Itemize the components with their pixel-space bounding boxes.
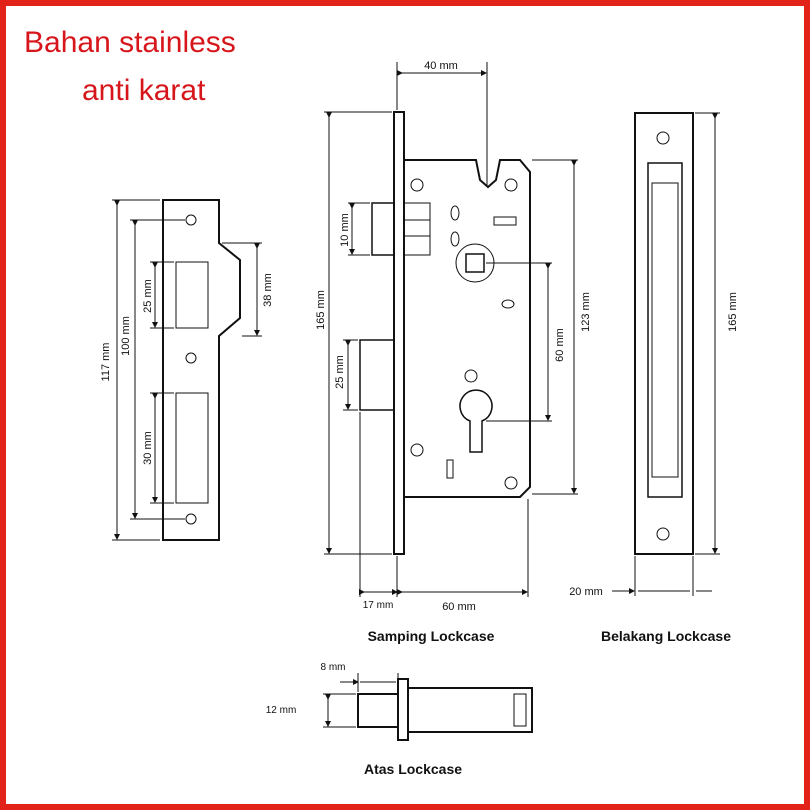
strike-screw-hole-top <box>185 214 197 226</box>
side-dim-60-horizontal: 60 mm <box>442 601 476 613</box>
strike-dim-25: 25 mm <box>142 279 154 313</box>
side-hole-top-right <box>504 178 518 192</box>
strike-plate-outline <box>162 199 241 541</box>
side-dim-25: 25 mm <box>334 355 346 389</box>
side-hole-bottom-left <box>410 443 424 457</box>
back-channel-inner <box>651 182 679 478</box>
side-dim-60-vertical: 60 mm <box>554 328 566 362</box>
back-hole-top <box>656 131 670 145</box>
headline-line-2: anti karat <box>82 74 206 107</box>
top-lockcase-view: 8 mm 12 mm Atas Lockcase <box>266 662 533 777</box>
side-lockcase-view: 40 mm 10 mm 165 mm 25 mm 123 mm 60 mm 17… <box>315 60 592 644</box>
strike-dim-38: 38 mm <box>262 273 274 307</box>
side-latch-bolt <box>371 202 395 256</box>
side-lock-body <box>403 159 531 498</box>
back-lockcase-view: 165 mm 20 mm Belakang Lockcase <box>569 112 739 644</box>
side-dim-10: 10 mm <box>339 213 351 247</box>
side-dim-165: 165 mm <box>315 290 327 330</box>
side-dim-40: 40 mm <box>424 60 458 72</box>
side-deadbolt <box>359 339 395 411</box>
strike-screw-hole-middle <box>185 352 197 364</box>
strike-latch-opening <box>175 261 209 329</box>
top-caption: Atas Lockcase <box>364 761 462 777</box>
strike-deadbolt-opening <box>175 392 209 504</box>
strike-dim-100: 100 mm <box>120 316 132 356</box>
top-dim-12: 12 mm <box>266 705 297 716</box>
side-dim-17: 17 mm <box>363 600 394 611</box>
back-dim-20: 20 mm <box>569 586 603 598</box>
back-hole-bottom <box>656 527 670 541</box>
side-hole-middle <box>464 369 478 383</box>
back-channel-outer <box>647 162 683 498</box>
side-dim-123: 123 mm <box>580 292 592 332</box>
strike-dim-117: 117 mm <box>100 343 112 382</box>
headline-line-1: Bahan stainless <box>24 26 236 59</box>
side-cylinder-cutout <box>459 389 493 453</box>
top-latch <box>357 693 399 728</box>
side-hole-bottom-right <box>504 476 518 490</box>
strike-screw-hole-bottom <box>185 513 197 525</box>
side-spindle-square <box>465 253 485 273</box>
top-body-slot <box>513 693 527 727</box>
top-dim-8: 8 mm <box>321 662 346 673</box>
top-faceplate <box>397 678 409 741</box>
back-caption: Belakang Lockcase <box>601 628 731 644</box>
top-lock-body <box>407 687 533 733</box>
side-caption: Samping Lockcase <box>368 628 495 644</box>
strike-plate-view: 117 mm 100 mm 25 mm 30 mm 38 mm <box>100 199 274 541</box>
back-faceplate <box>634 112 694 555</box>
side-faceplate <box>393 111 405 555</box>
back-dim-165: 165 mm <box>727 292 739 332</box>
strike-dim-30: 30 mm <box>142 431 154 465</box>
side-hole-top-left <box>410 178 424 192</box>
side-latch-inner <box>403 202 431 256</box>
